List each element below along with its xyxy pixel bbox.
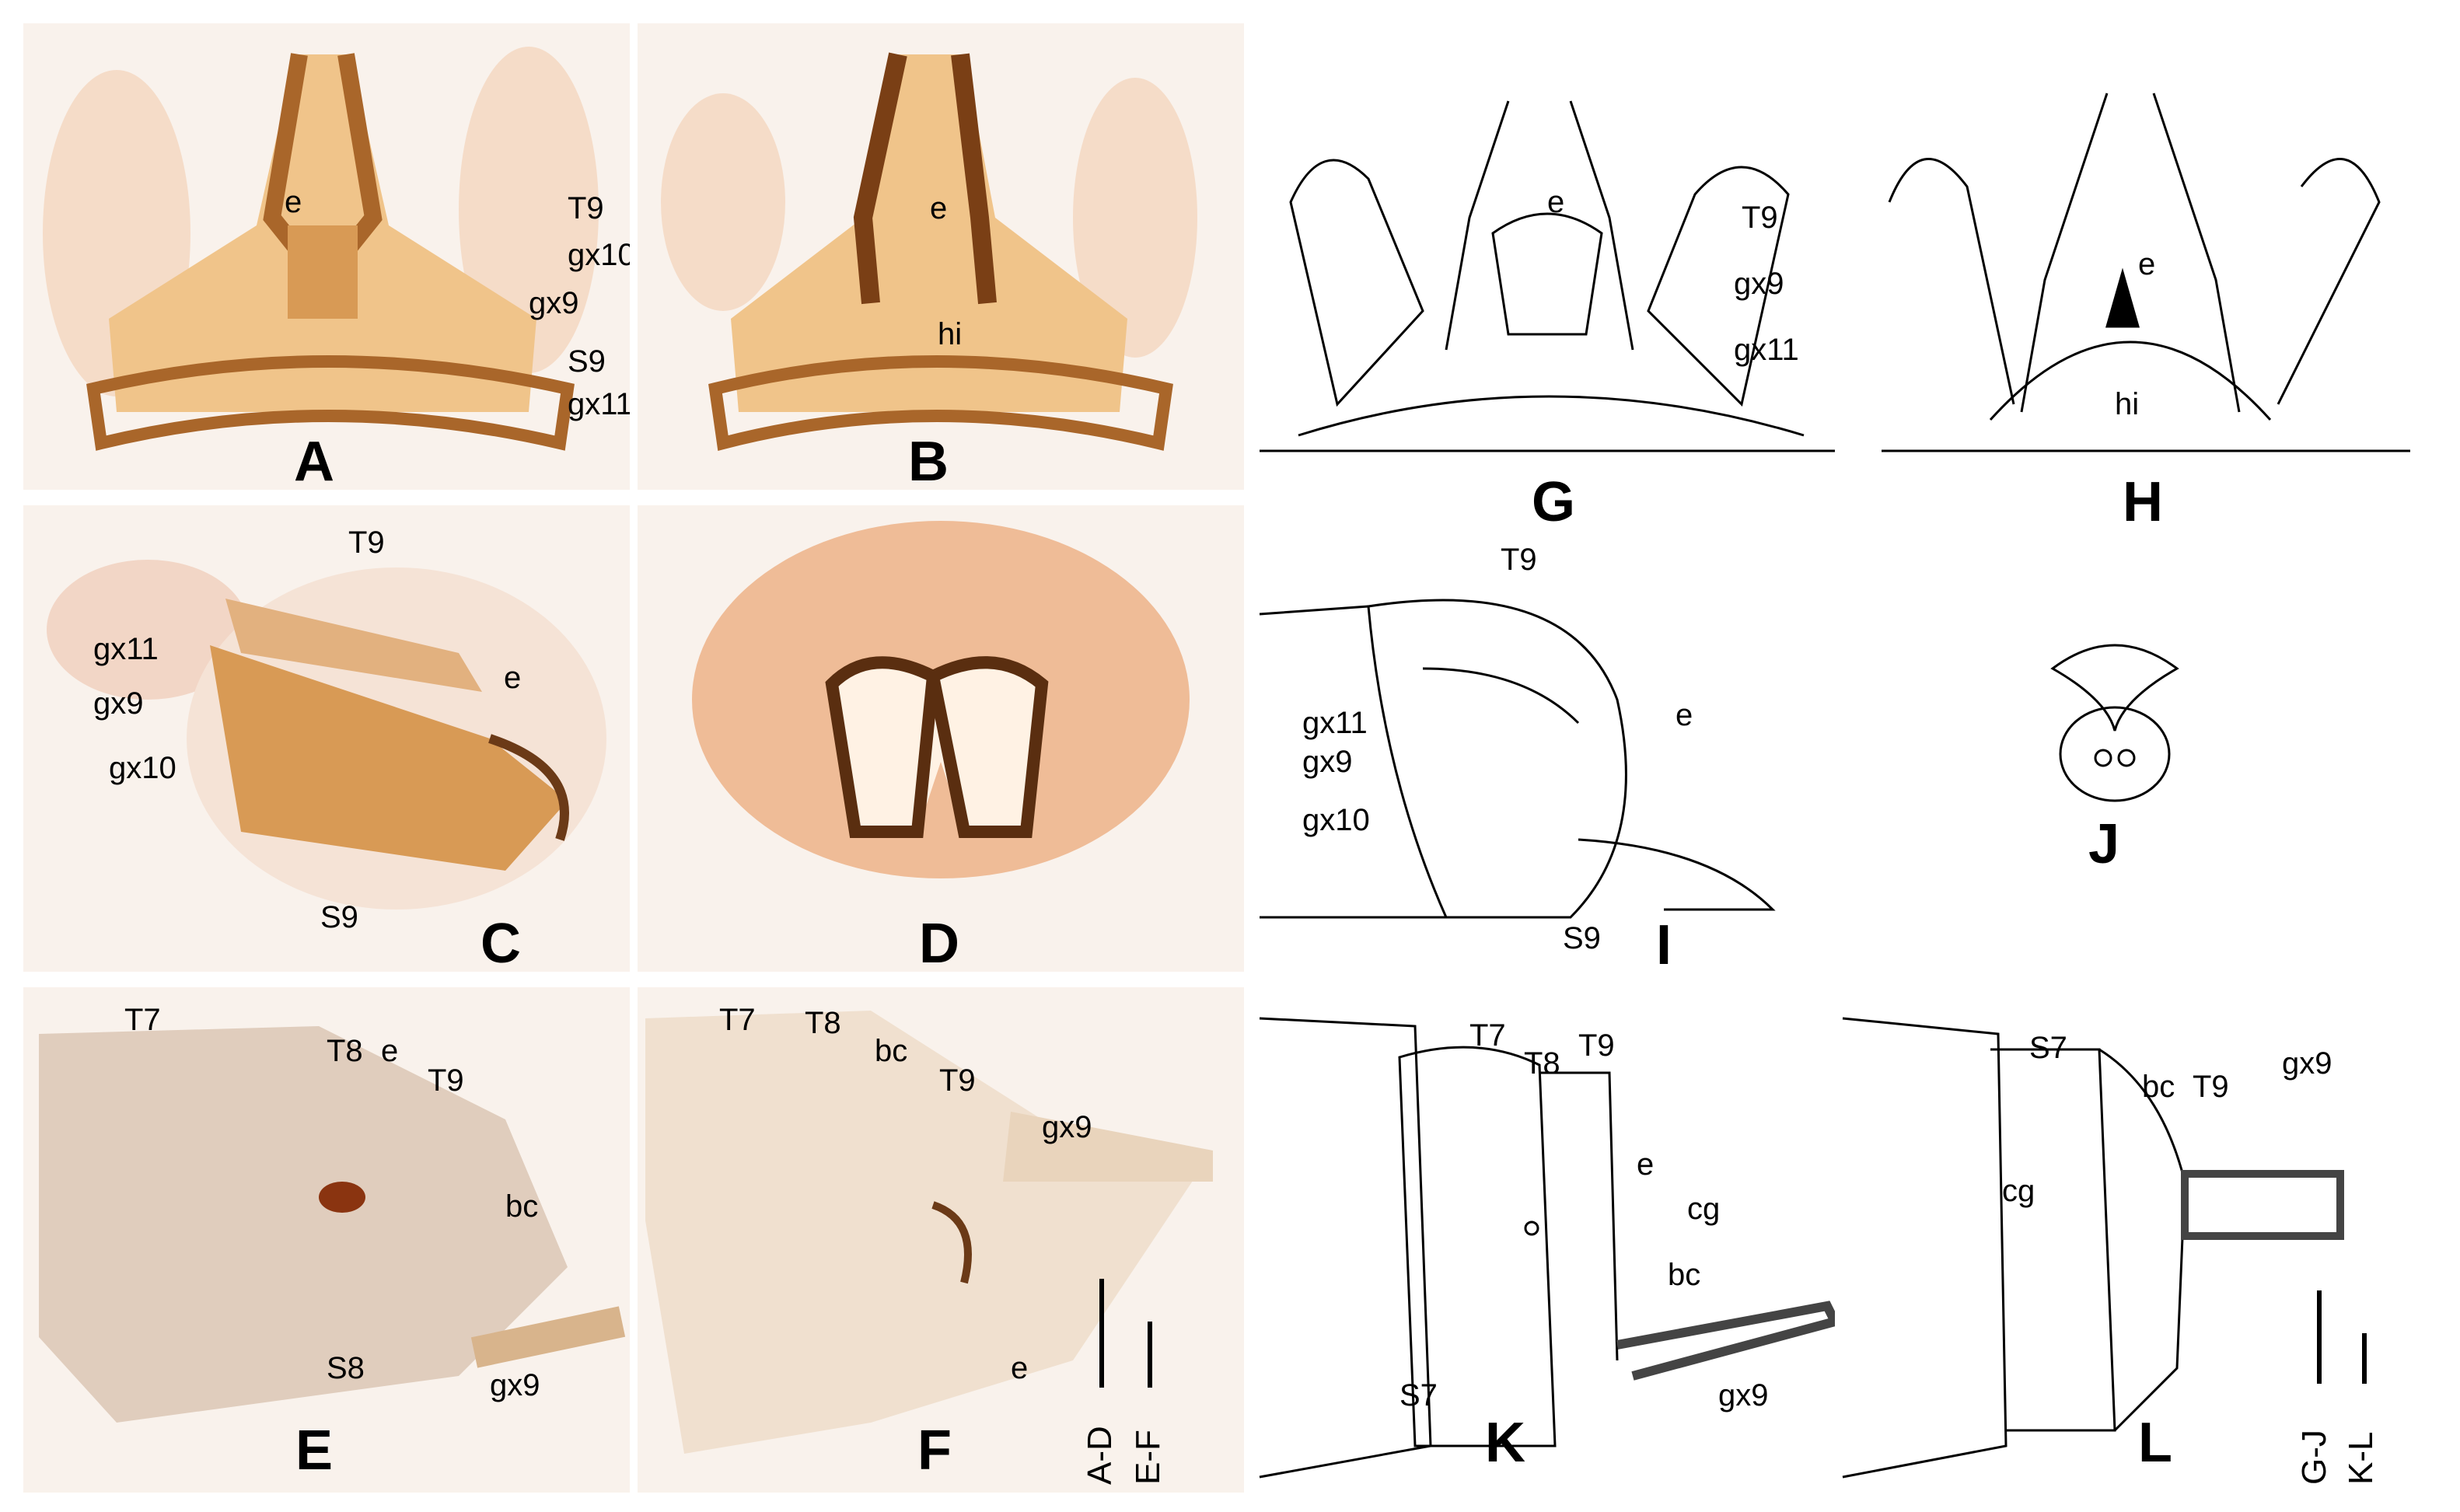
label-t7: T7 <box>1469 1018 1506 1053</box>
label-t9: T9 <box>1578 1028 1615 1063</box>
label-bc: bc <box>875 1034 908 1068</box>
panel-letter: K <box>1485 1412 1525 1474</box>
label-t8: T8 <box>1524 1046 1560 1081</box>
scale-label-k-l: K-L <box>2342 1431 2380 1485</box>
panel-letter: G <box>1532 471 1576 533</box>
panel-letter: D <box>919 913 959 972</box>
panel-b-illustration <box>661 52 1197 451</box>
label-e: e <box>1547 185 1565 219</box>
label-bc: bc <box>505 1189 539 1224</box>
scale-label-a-d: A-D <box>1081 1426 1119 1485</box>
label-e: e <box>381 1034 399 1068</box>
label-gx9: gx9 <box>1042 1110 1092 1144</box>
label-t9: T9 <box>939 1063 976 1098</box>
panel-g-illustration <box>1260 100 1835 452</box>
label-t9: T9 <box>1742 201 1778 235</box>
panel-k-drawing: T7 T8 T9 e cg bc S7 gx9 K <box>1244 995 1835 1493</box>
label-t9: T9 <box>428 1063 464 1098</box>
label-hi: hi <box>2115 387 2140 421</box>
panel-i-drawing: T9 gx11 gx9 gx10 e S9 I <box>1244 544 1882 979</box>
label-s7: S7 <box>1399 1378 1438 1412</box>
panel-k-illustration <box>1259 1017 1835 1479</box>
panel-letter: A <box>294 431 334 490</box>
panel-l-illustration <box>1842 1017 2344 1479</box>
label-s7: S7 <box>2029 1031 2067 1065</box>
panel-g-drawing: e T9 gx9 gx11 G <box>1244 78 1850 544</box>
label-t7: T7 <box>124 1003 161 1037</box>
panel-e-photo: T7 T8 e T9 bc S8 gx9 E <box>23 987 630 1493</box>
panel-letter: C <box>480 913 521 972</box>
label-t9: T9 <box>348 526 385 560</box>
panel-letter: H <box>2123 471 2163 533</box>
scale-bar-k-l <box>2362 1333 2367 1384</box>
label-s9: S9 <box>568 344 606 379</box>
label-gx11: gx11 <box>568 387 630 421</box>
panel-letter: F <box>917 1419 952 1482</box>
label-s8: S8 <box>327 1351 365 1385</box>
panel-a-illustration <box>43 47 599 451</box>
label-gx10: gx10 <box>568 238 630 272</box>
label-gx9: gx9 <box>2282 1046 2332 1081</box>
label-cg: cg <box>1687 1192 1721 1226</box>
label-e: e <box>1637 1147 1655 1182</box>
label-gx10: gx10 <box>1302 803 1370 837</box>
scale-bar-e-f <box>1148 1322 1152 1388</box>
label-gx9: gx9 <box>1718 1378 1769 1412</box>
label-e: e <box>2138 247 2156 281</box>
label-e: e <box>285 185 302 219</box>
panel-letter: J <box>2088 813 2120 875</box>
label-cg: cg <box>2002 1174 2035 1208</box>
panel-letter: B <box>908 431 949 490</box>
label-bc: bc <box>1668 1258 1701 1292</box>
scale-bar-g-j <box>2317 1290 2322 1384</box>
scale-label-e-f: E-F <box>1129 1430 1167 1485</box>
panel-j-drawing: J <box>1944 606 2286 886</box>
panel-f-photo: T7 T8 bc T9 gx9 e F <box>638 987 1244 1493</box>
panel-letter: L <box>2138 1412 2172 1474</box>
label-gx9: gx9 <box>1302 745 1353 779</box>
panel-d-illustration <box>692 521 1190 878</box>
label-t9: T9 <box>568 191 604 225</box>
label-gx9: gx9 <box>1734 267 1784 301</box>
label-t9: T9 <box>1501 544 1537 577</box>
panel-e-illustration <box>39 1026 626 1423</box>
label-gx11: gx11 <box>93 632 159 666</box>
label-gx9: gx9 <box>490 1368 540 1402</box>
label-e: e <box>930 191 948 225</box>
panel-a-photo: e T9 gx10 gx9 S9 gx11 A <box>23 23 630 490</box>
panel-h-illustration <box>1882 93 2410 452</box>
label-gx10: gx10 <box>109 751 176 785</box>
panel-j-illustration <box>2050 644 2179 802</box>
label-e: e <box>504 661 522 695</box>
label-t8: T8 <box>327 1034 363 1068</box>
panel-i-illustration <box>1259 599 1776 919</box>
panel-c-photo: T9 gx11 gx9 gx10 e S9 C <box>23 505 630 972</box>
panel-c-illustration <box>47 560 606 910</box>
label-s9: S9 <box>1563 921 1601 955</box>
label-gx9: gx9 <box>529 286 579 320</box>
label-s9: S9 <box>320 900 358 934</box>
panel-b-photo: e hi B <box>638 23 1244 490</box>
label-t9: T9 <box>2193 1070 2229 1104</box>
panel-d-photo: D <box>638 505 1244 972</box>
label-gx9: gx9 <box>93 686 144 721</box>
label-gx11: gx11 <box>1734 333 1799 367</box>
panel-letter: I <box>1656 914 1672 976</box>
panel-letter: E <box>295 1419 334 1482</box>
panel-l-drawing: S7 bc T9 gx9 cg L <box>1835 995 2348 1493</box>
label-t7: T7 <box>719 1003 756 1037</box>
label-hi: hi <box>938 317 963 351</box>
panel-f-illustration <box>645 1011 1213 1454</box>
label-e: e <box>1676 698 1693 732</box>
label-t8: T8 <box>805 1006 841 1040</box>
label-gx11: gx11 <box>1302 706 1368 740</box>
panel-h-drawing: e hi H <box>1866 78 2426 544</box>
scale-label-g-j: G-J <box>2295 1430 2333 1485</box>
label-e: e <box>1011 1351 1029 1385</box>
label-bc: bc <box>2142 1070 2175 1104</box>
scale-bar-a-d <box>1099 1279 1104 1388</box>
